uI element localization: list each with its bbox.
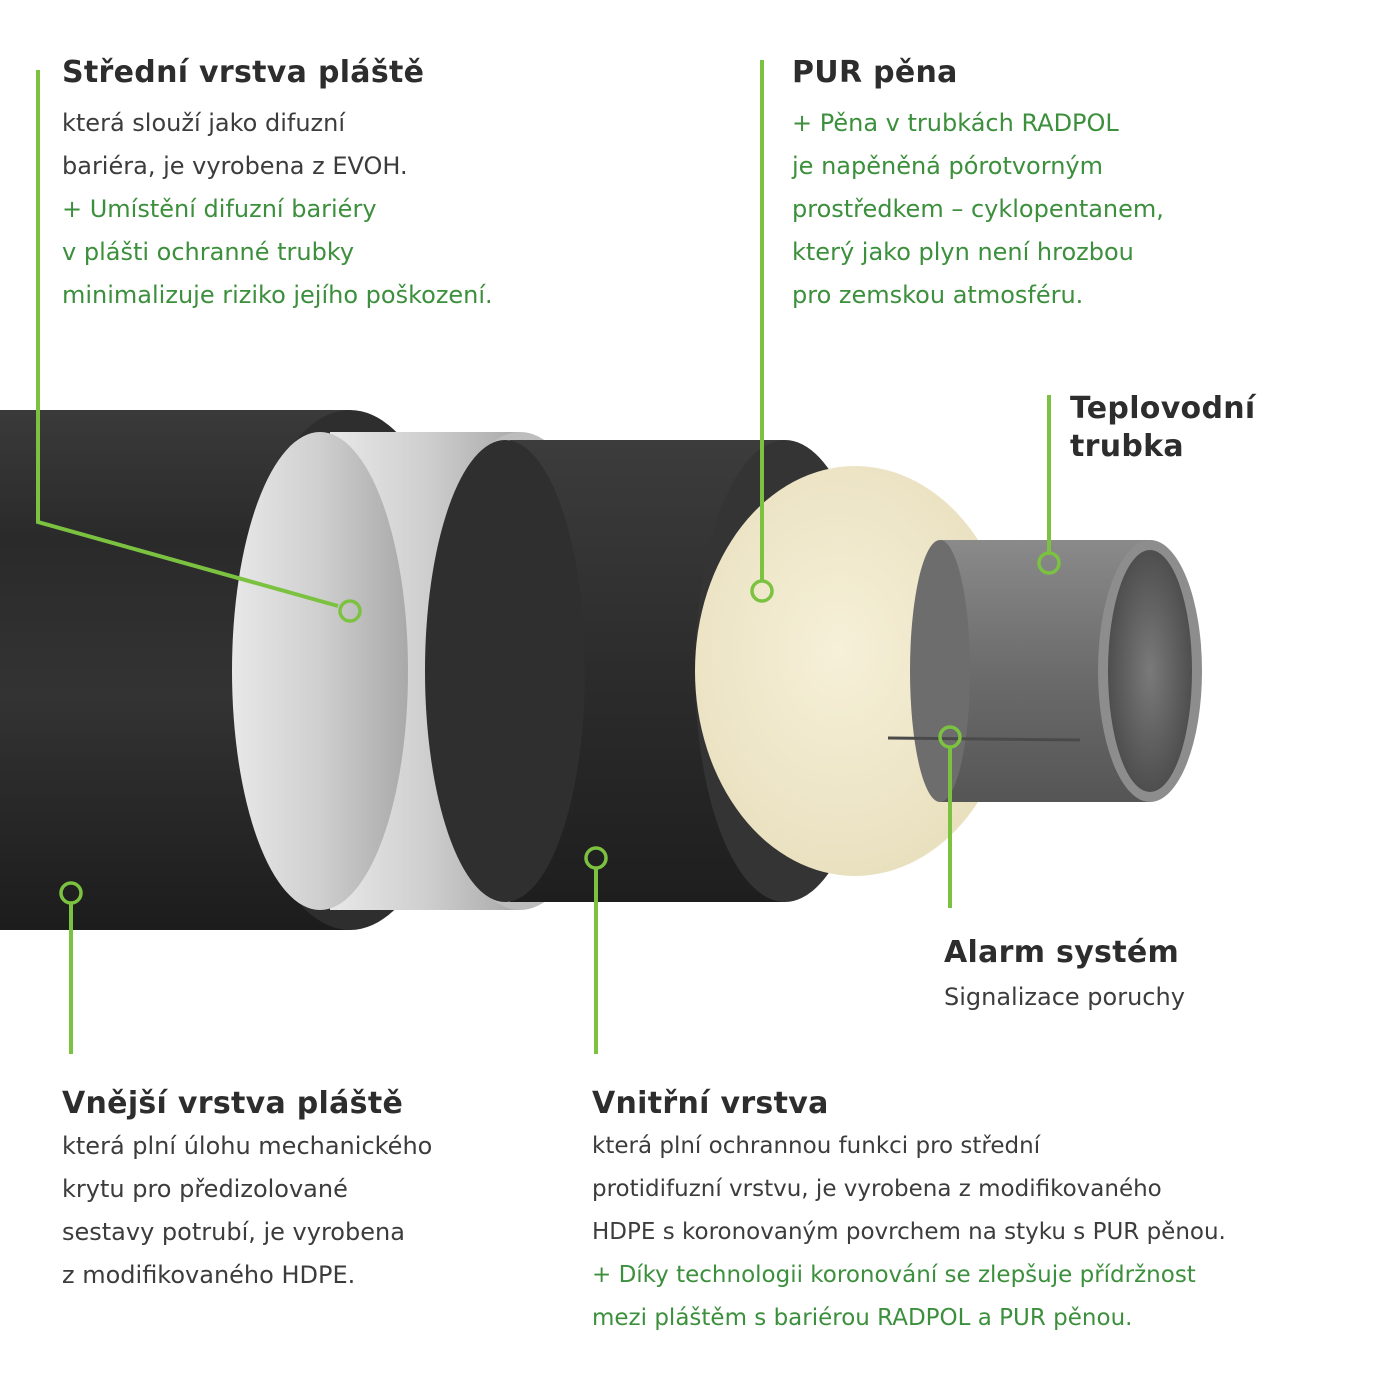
callout-alarm: Alarm systém Signalizace poruchy: [944, 934, 1274, 1019]
callout-note: + Pěna v trubkách RADPOL je napěněná pór…: [792, 102, 1262, 317]
callout-outer-layer: Vnější vrstva pláště která plní úlohu me…: [62, 1085, 532, 1297]
callout-pur-foam: PUR pěna + Pěna v trubkách RADPOL je nap…: [792, 54, 1262, 317]
callout-note: + Umístění difuzní bariéry v plášti ochr…: [62, 188, 622, 317]
callout-inner-layer: Vnitřní vrstva která plní ochrannou funk…: [592, 1085, 1382, 1340]
callout-title: Teplovodní trubka: [1070, 390, 1370, 465]
callout-text: která plní úlohu mechanického krytu pro …: [62, 1125, 532, 1297]
callout-text: která slouží jako difuzní bariéra, je vy…: [62, 102, 622, 188]
callout-title: PUR pěna: [792, 54, 1262, 92]
callout-title: Střední vrstva pláště: [62, 54, 622, 92]
alarm-wire: [888, 738, 1080, 740]
callout-middle-layer: Střední vrstva pláště která slouží jako …: [62, 54, 622, 317]
callout-text: Signalizace poruchy: [944, 976, 1274, 1019]
callout-note: + Díky technologii koronování se zlepšuj…: [592, 1254, 1382, 1340]
callout-water-pipe: Teplovodní trubka: [1070, 390, 1370, 475]
callout-text: která plní ochrannou funkci pro střední …: [592, 1125, 1382, 1254]
callout-title: Vnější vrstva pláště: [62, 1085, 532, 1123]
callout-title: Vnitřní vrstva: [592, 1085, 1382, 1123]
callout-title: Alarm systém: [944, 934, 1274, 972]
